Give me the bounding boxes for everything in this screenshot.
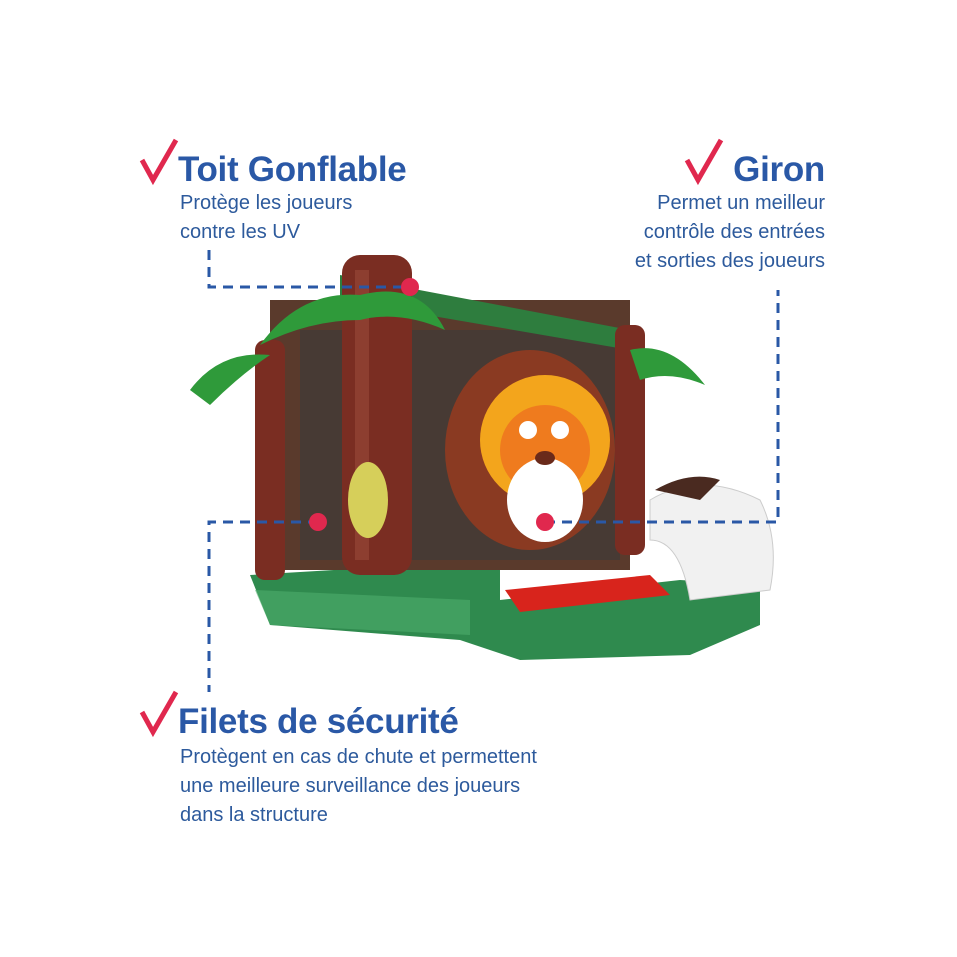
marker-dot-nets xyxy=(309,513,327,531)
desc-line: Protègent en cas de chute et permettent xyxy=(180,746,537,768)
check-icon xyxy=(684,138,724,186)
desc-line: Permet un meilleur xyxy=(657,192,825,214)
check-icon xyxy=(139,138,179,186)
desc-line: et sorties des joueurs xyxy=(634,250,825,272)
feature-desc-roof: Protège les joueurs contre les UV xyxy=(180,189,352,247)
leader-line-giron xyxy=(545,290,780,524)
leader-line-nets xyxy=(207,520,318,692)
check-icon xyxy=(139,690,179,738)
desc-line: contrôle des entrées xyxy=(643,221,825,243)
desc-line: Protège les joueurs xyxy=(180,192,353,214)
bouncy-castle-image xyxy=(190,255,774,660)
feature-desc-nets: Protègent en cas de chute et permettent … xyxy=(180,743,537,830)
feature-title-nets: Filets de sécurité xyxy=(178,702,459,741)
leader-line-roof xyxy=(207,250,410,289)
marker-dot-roof xyxy=(401,278,419,296)
feature-title-roof: Toit Gonflable xyxy=(178,150,407,189)
marker-dot-giron xyxy=(536,513,554,531)
feature-desc-giron: Permet un meilleur contrôle des entrées … xyxy=(635,189,825,276)
feature-title-giron: Giron xyxy=(733,150,825,189)
desc-line: contre les UV xyxy=(180,221,301,243)
desc-line: une meilleure surveillance des joueurs xyxy=(180,775,521,797)
desc-line: dans la structure xyxy=(180,804,328,826)
